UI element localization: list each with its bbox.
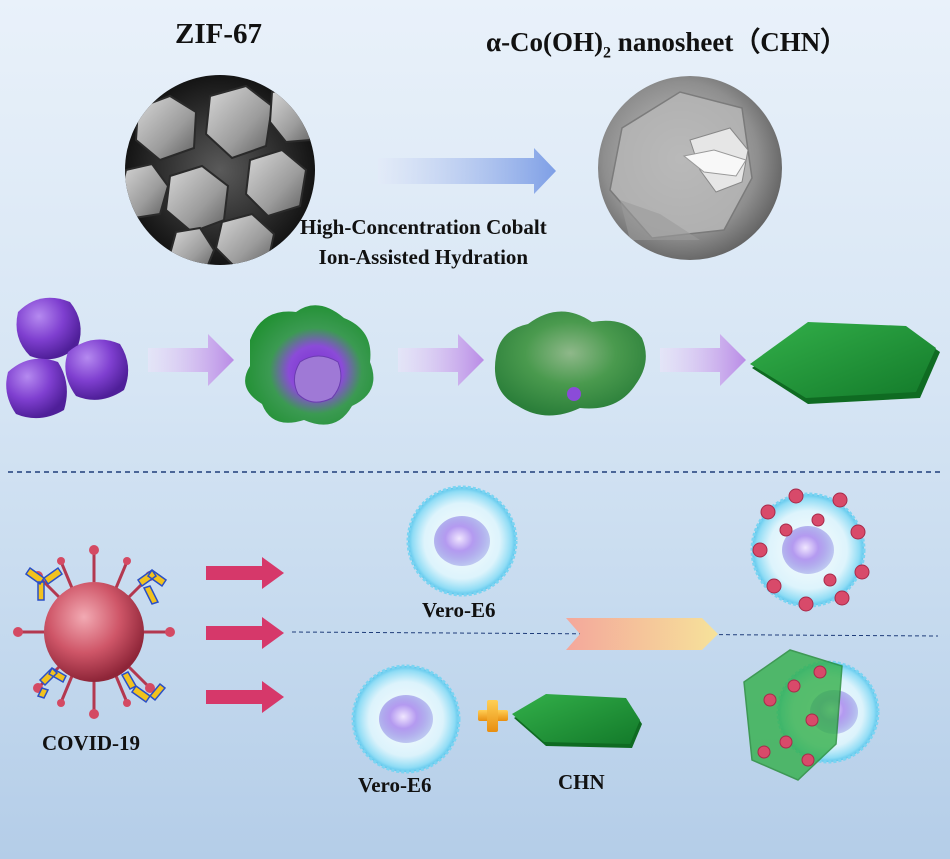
mechanism-arrow-1 [148, 334, 234, 386]
blocking-comparison-arrow [566, 618, 718, 650]
chn-label: CHN [558, 770, 605, 794]
covid19-label: COVID-19 [42, 731, 140, 755]
hydration-caption: High-Concentration Cobalt Ion-Assisted H… [300, 212, 547, 272]
hydration-caption-line2: Ion-Assisted Hydration [318, 245, 529, 269]
chn-sheet-icon [512, 694, 642, 748]
chn-title-subscript: 2 [603, 44, 612, 62]
partial-hydration-blob [245, 305, 374, 425]
zif67-title: ZIF-67 [175, 18, 262, 50]
virus-arrow-top [206, 557, 284, 589]
mechanism-arrow-3 [660, 334, 746, 386]
vero-e6-label-bottom: Vero-E6 [358, 773, 432, 797]
zif67-sem-image [125, 75, 315, 265]
chn-title-suffix: nanosheet（CHN） [611, 27, 848, 57]
hydration-arrow [378, 148, 556, 194]
chn-title-prefix: α-Co(OH) [486, 27, 604, 57]
hydration-caption-line1: High-Concentration Cobalt [300, 215, 547, 239]
mechanism-arrow-2 [398, 334, 484, 386]
hydrated-sheet-blob [494, 311, 646, 416]
virus-arrow-bottom [206, 681, 284, 713]
chn-title: α-Co(OH)2 nanosheet（CHN） [486, 20, 847, 62]
chn-nanosheet-3d [750, 322, 940, 404]
antibody-icons [24, 566, 168, 704]
cell-wrapped-by-chn [743, 649, 880, 781]
vero-e6-label-top: Vero-E6 [422, 598, 496, 622]
vero-e6-cell-bottom [351, 664, 461, 774]
vero-e6-cell-top [406, 485, 518, 597]
covid19-virus [13, 545, 175, 719]
infected-cell [750, 488, 870, 612]
plus-icon [478, 700, 508, 732]
virus-arrow-middle [206, 617, 284, 649]
chn-sem-image [598, 76, 782, 260]
zif67-crystals-3d [6, 297, 129, 419]
